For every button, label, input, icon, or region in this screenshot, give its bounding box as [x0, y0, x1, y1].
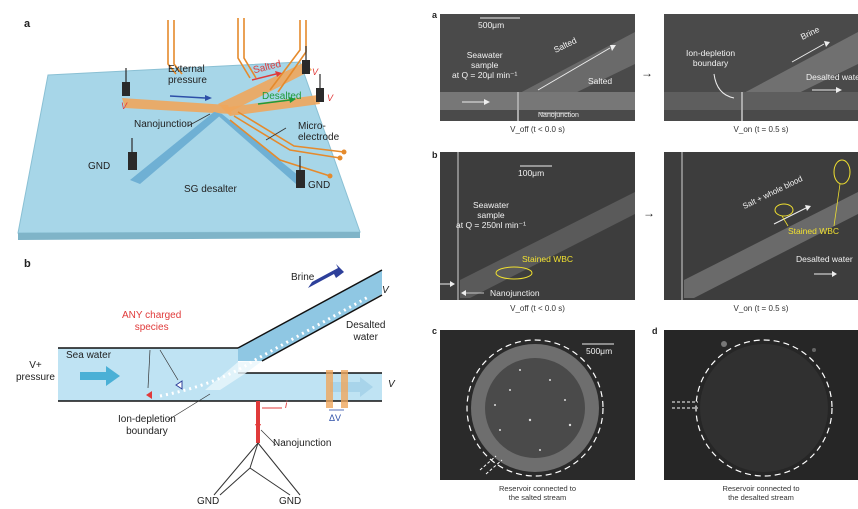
sea-water-label: Sea water: [66, 350, 112, 361]
stained-wbc-b2: Stained WBC: [788, 226, 840, 236]
sg-desalter-label: SG desalter: [184, 184, 237, 195]
any-charged-species-label: ANY charged species: [122, 310, 182, 333]
nanojunction-label: Nanojunction: [134, 119, 193, 130]
micrograph-d: [664, 330, 858, 480]
v-left-label: V: [121, 101, 128, 111]
salted-bottom-a1: Salted: [588, 76, 613, 86]
sea-water-arrow: [80, 366, 120, 386]
desalted-water-label: Desalted water: [346, 320, 386, 343]
scale-c: 500μm: [586, 346, 613, 356]
chip-schematic: [17, 18, 361, 240]
brine-channel: [238, 270, 382, 361]
seawater-b1: Seawater sample at Q = 250nl min⁻¹: [456, 200, 526, 230]
v-right-top-label: V: [312, 67, 319, 77]
ion-depletion-label: Ion-depletion boundary: [118, 414, 176, 437]
arrow-b: →: [643, 206, 655, 220]
desalted-b2: Desalted water: [796, 254, 853, 264]
nanojunction-channel-left: [130, 112, 222, 184]
charged-species-blue: [175, 380, 183, 390]
v-mid-label: V: [388, 379, 395, 390]
nanojunction-a1: Nanojunction: [538, 112, 579, 119]
panel-letter-b-right: b: [432, 150, 438, 160]
electrode-2: [341, 370, 348, 408]
gnd-right-label: GND: [308, 180, 331, 191]
pressure-arrow: [169, 95, 206, 99]
electrode-1: [326, 370, 333, 408]
microelectrode-label: Micro- electrode: [298, 121, 340, 143]
brine-label: Brine: [291, 272, 315, 283]
nanojunction-channel-right: [214, 112, 304, 184]
micrograph-a2: Brine Ion-depletion boundary Desalted wa…: [664, 14, 858, 121]
micrograph-b1: 100μm Seawater sample at Q = 250nl min⁻¹…: [440, 152, 635, 300]
panel-letter-a-right: a: [432, 10, 438, 20]
brine-arrow: [308, 264, 344, 288]
ion-depletion-a2: Ion-depletion boundary: [686, 48, 736, 68]
stained-wbc-b1: Stained WBC: [522, 254, 574, 264]
micrograph-b2: Salt + whole blood Stained WBC Desalted …: [664, 152, 858, 300]
panel-letter-a-left: a: [24, 18, 31, 30]
charged-species-red: [146, 391, 152, 399]
electrode-posts: [122, 60, 324, 188]
nanojunction-b-label: Nanojunction: [273, 438, 332, 449]
caption-b2: V_on (t = 0.5 s): [733, 304, 789, 313]
micrograph-c: 500μm: [440, 330, 635, 480]
chip-edge: [18, 232, 360, 240]
desalted-a2: Desalted wate: [806, 72, 858, 82]
caption-c: Reservoir connected to the salted stream: [498, 484, 577, 502]
v-plus-pressure-label: V+ pressure: [16, 360, 55, 383]
salted-channel: [218, 62, 312, 113]
caption-b1: V_off (t < 0.0 s): [510, 304, 565, 313]
v-right-mid-label: V: [327, 93, 334, 103]
desalted-channel: [222, 95, 320, 116]
gnd-b-right-label: GND: [279, 496, 302, 507]
seawater-a1: Seawater sample at Q = 20μl min⁻¹: [452, 50, 518, 80]
current-i-label: i: [285, 400, 288, 411]
caption-a1: V_off (t < 0.0 s): [510, 125, 565, 134]
electrode-pins: [125, 46, 321, 170]
external-pressure-label: External pressure: [168, 64, 207, 86]
scale-b1: 100μm: [518, 168, 545, 178]
scale-a1: 500μm: [478, 20, 505, 30]
panel-letter-d: d: [652, 326, 658, 336]
caption-a2: V_on (t = 0.5 s): [733, 125, 789, 134]
panel-letter-c: c: [432, 326, 438, 336]
delta-v-label: ΔV: [329, 413, 342, 423]
gnd-b-left-label: GND: [197, 496, 220, 507]
desalted-water-arrow: [330, 377, 373, 397]
desalted-arrow: [257, 99, 291, 105]
caption-d: Reservoir connected to the desalted stre…: [722, 484, 800, 502]
salted-arrow: [251, 73, 277, 81]
panel-letter-b-left: b: [24, 258, 31, 270]
ion-concentration-schematic: [58, 264, 383, 496]
micrograph-a1: 500μm Seawater sample at Q = 20μl min⁻¹ …: [440, 14, 635, 121]
nanojunction-b1: Nanojunction: [490, 288, 540, 298]
arrow-a: →: [641, 66, 653, 80]
v-top-label: V: [382, 285, 389, 296]
inlet-channel: [122, 98, 232, 114]
gnd-left-label: GND: [88, 161, 111, 172]
desalted-label: Desalted: [262, 91, 302, 102]
